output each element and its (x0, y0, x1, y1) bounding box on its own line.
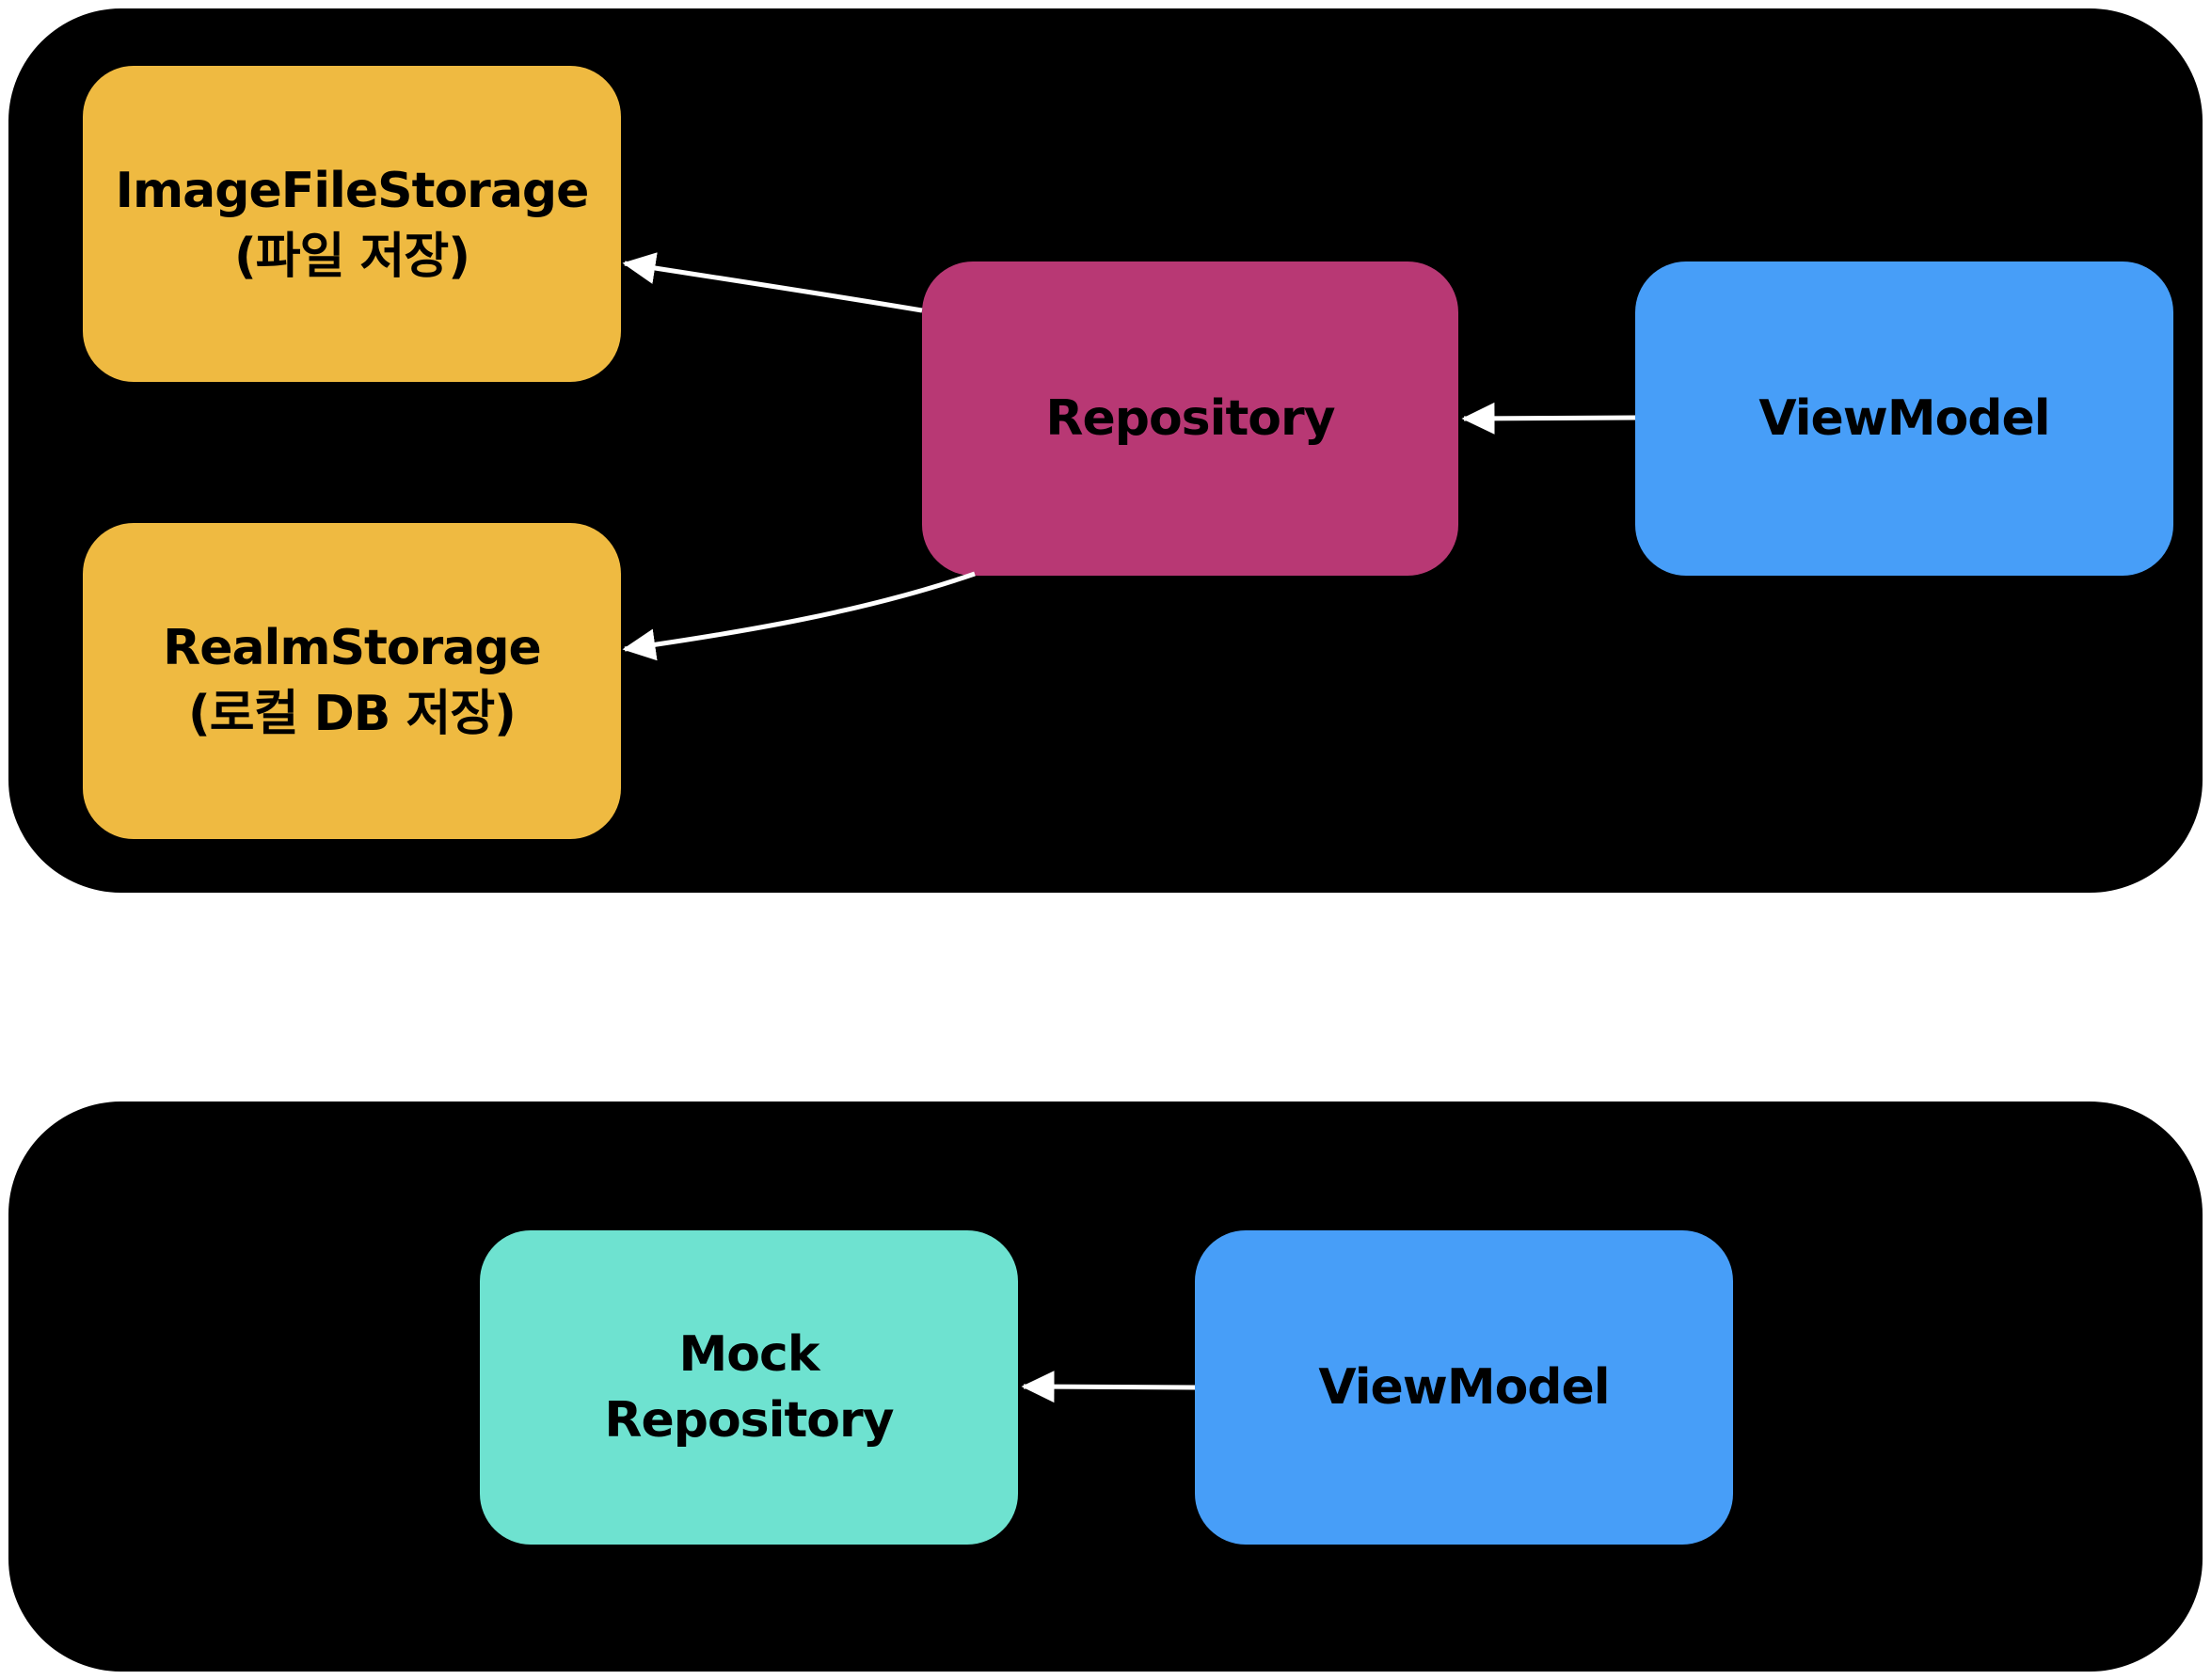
mock-repository-label: Mock (678, 1326, 820, 1383)
repository-label: Repository (1045, 390, 1335, 447)
viewmodel-bottom-label: ViewModel (1318, 1359, 1610, 1416)
realm-storage-node: RealmStorage (로컬 DB 저장) (83, 523, 621, 839)
mock-repository-node: Mock Repository (480, 1230, 1018, 1545)
image-file-storage-label: ImageFileStorage (115, 163, 590, 219)
repository-node: Repository (922, 262, 1458, 576)
viewmodel-top-node: ViewModel (1635, 262, 2173, 576)
mock-repository-sublabel: Repository (604, 1392, 894, 1449)
bottom-diagram-panel (8, 1102, 2203, 1672)
viewmodel-top-label: ViewModel (1758, 390, 2050, 447)
image-file-storage-sublabel: (파일 저장) (234, 229, 470, 285)
image-file-storage-node: ImageFileStorage (파일 저장) (83, 66, 621, 382)
realm-storage-label: RealmStorage (163, 620, 542, 676)
viewmodel-bottom-node: ViewModel (1195, 1230, 1733, 1545)
realm-storage-sublabel: (로컬 DB 저장) (188, 686, 517, 742)
